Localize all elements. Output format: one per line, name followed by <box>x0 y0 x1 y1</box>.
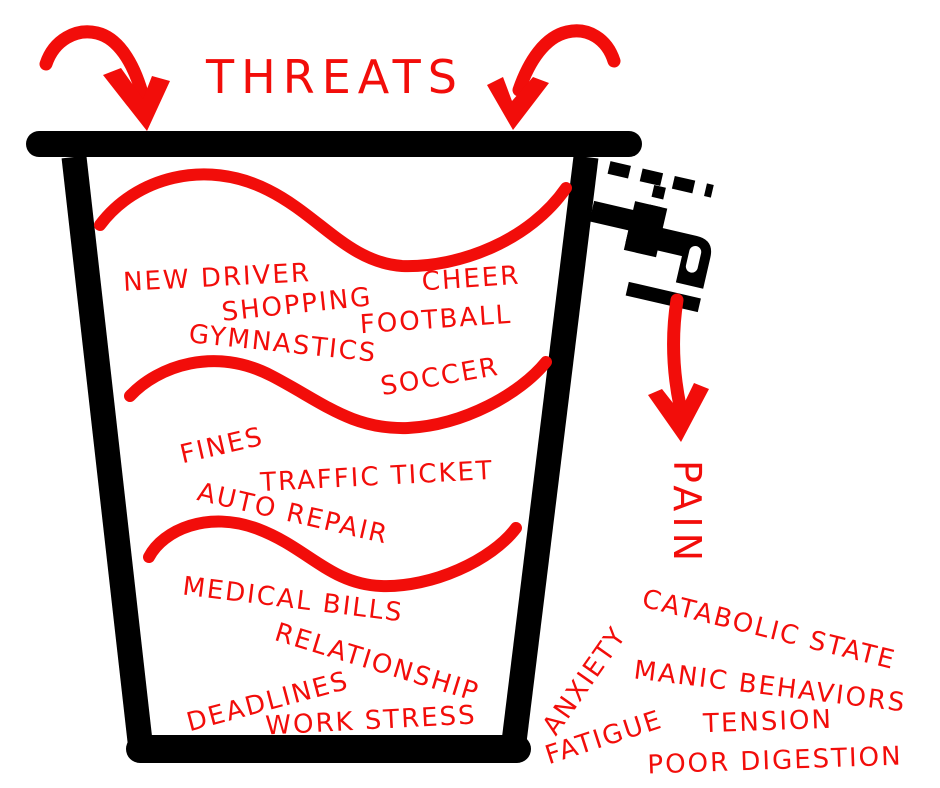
faucet-handle <box>607 161 714 198</box>
bucket <box>26 131 642 763</box>
faucet-connector <box>589 200 643 233</box>
bucket-right-wall <box>500 155 599 752</box>
threat-item: CHEER <box>420 260 522 298</box>
diagram-title: THREATS <box>206 50 464 104</box>
bucket-left-wall <box>61 155 154 752</box>
curved-arrow-right-shaft <box>512 24 621 97</box>
water-level-wave-bottom <box>143 515 522 593</box>
curved-arrow-left-head <box>103 68 170 131</box>
faucet-spout-hole <box>685 245 702 273</box>
pain-effect-item: TENSION <box>702 704 834 740</box>
water-level-wave-middle <box>124 355 552 435</box>
down-arrow-head <box>648 383 709 442</box>
curved-arrow-right-icon <box>487 24 621 130</box>
water-levels <box>94 168 572 593</box>
water-level-wave-top <box>94 168 572 273</box>
faucet-icon <box>589 161 714 313</box>
down-arrow-shaft <box>666 293 687 413</box>
pain-label: PAIN <box>665 459 709 567</box>
curved-arrow-left-shaft <box>39 25 149 100</box>
faucet-drip-plate <box>625 281 701 313</box>
curved-arrow-right-head <box>487 77 549 130</box>
down-arrow-icon <box>648 293 709 442</box>
curved-arrow-left-icon <box>39 25 170 131</box>
